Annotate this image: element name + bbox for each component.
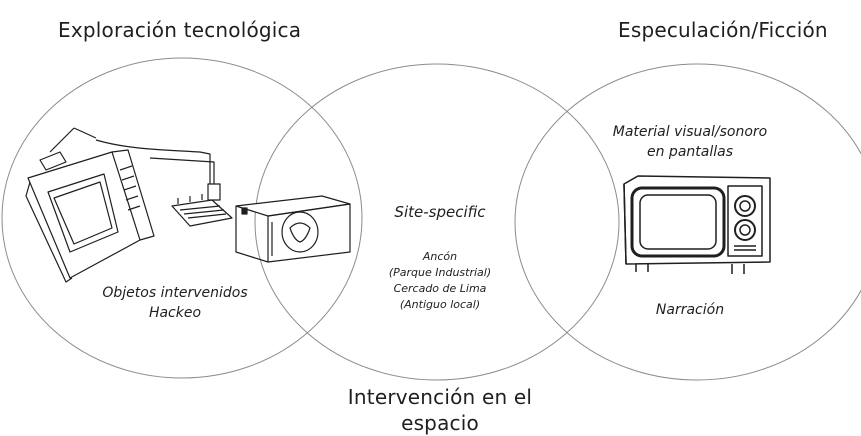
- tv-knob-bottom: [734, 219, 756, 241]
- tv-screen: [639, 194, 717, 250]
- heading-space-intervention-line1: Intervención en el: [347, 385, 533, 409]
- circle-space-intervention: [254, 63, 620, 381]
- circuit-board-drawing: [171, 183, 233, 227]
- label-intervened-objects: Objetos intervenidos: [102, 285, 248, 301]
- retro-tv-illustration: [623, 175, 771, 274]
- cable-line: [95, 139, 211, 190]
- tv-knob-top: [734, 195, 756, 217]
- label-hacking: Hackeo: [148, 305, 202, 321]
- tilted-tv-drawing: [25, 127, 155, 283]
- heading-speculation-fiction: Especulación/Ficción: [618, 18, 828, 42]
- location-ancon: Ancón: [422, 250, 458, 263]
- box-device-drawing: [235, 195, 351, 263]
- location-cercado-de-lima: Cercado de Lima: [393, 282, 487, 295]
- location-industrial-park: (Parque Industrial): [388, 266, 492, 279]
- tv-legs: [635, 264, 745, 274]
- circle-technological-exploration: [1, 57, 363, 379]
- location-old-venue: (Antiguo local): [399, 298, 481, 311]
- heading-technological-exploration: Exploración tecnológica: [58, 18, 302, 42]
- label-narration: Narración: [655, 302, 725, 318]
- label-visual-sound-material: Material visual/sonoro: [612, 124, 768, 140]
- right-circle-label: Material visual/sonoro en pantallas: [590, 122, 790, 162]
- hacked-objects-illustration: [25, 127, 351, 283]
- left-circle-label: Objetos intervenidos Hackeo: [70, 283, 280, 323]
- label-on-screens: en pantallas: [647, 144, 733, 160]
- label-site-specific: Site-specific: [394, 203, 486, 221]
- circle-speculation-fiction: [514, 63, 861, 381]
- center-locations-list: Ancón (Parque Industrial) Cercado de Lim…: [350, 249, 530, 313]
- heading-space-intervention-line2: espacio: [401, 411, 479, 435]
- heading-space-intervention: Intervención en el espacio: [310, 384, 570, 436]
